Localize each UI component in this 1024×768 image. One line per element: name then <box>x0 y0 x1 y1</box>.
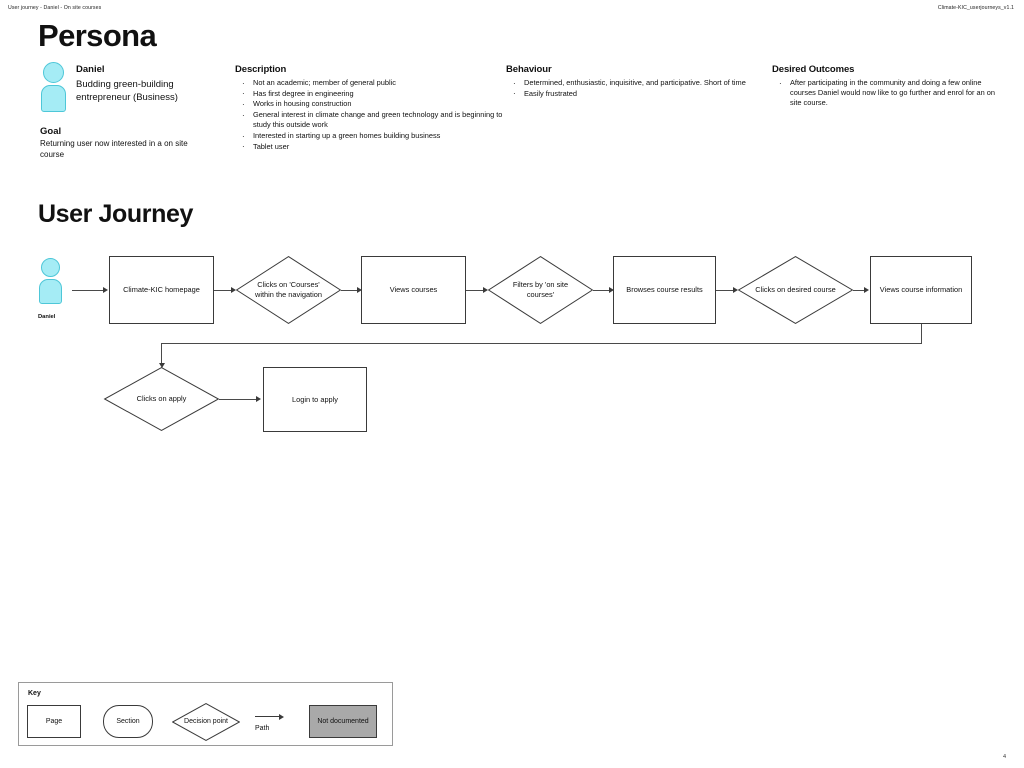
goal-heading: Goal <box>40 126 62 137</box>
list-item: Determined, enthusiastic, inquisitive, a… <box>506 77 764 88</box>
avatar-head-icon <box>43 62 64 83</box>
key-decision-label: Decision point <box>184 717 228 725</box>
flow-connector <box>161 343 922 344</box>
description-column: Description Not an academic; member of g… <box>235 64 505 153</box>
flow-connector <box>214 290 232 291</box>
flow-connector <box>161 343 162 365</box>
flow-connector <box>853 290 866 291</box>
flow-connector <box>341 290 359 291</box>
flow-arrowhead-icon <box>357 287 362 293</box>
flow-node-views-course-information[interactable]: Views course information <box>870 256 972 324</box>
list-item: General interest in climate change and g… <box>235 110 505 130</box>
list-item: Has first degree in engineering <box>235 88 505 99</box>
list-item: Interested in starting up a green homes … <box>235 131 505 142</box>
persona-description: Budding green-building entrepreneur (Bus… <box>76 79 178 103</box>
persona-avatar <box>41 62 67 112</box>
journey-actor-avatar <box>39 258 63 306</box>
key-item-section: Section <box>103 705 153 738</box>
list-item: Tablet user <box>235 141 505 152</box>
persona-heading: Persona <box>38 18 157 53</box>
key-item-path-label: Path <box>255 725 270 732</box>
decision-diamond-icon <box>487 256 594 324</box>
flow-node-browses-course-results[interactable]: Browses course results <box>613 256 716 324</box>
flow-arrowhead-icon <box>231 287 236 293</box>
behaviour-heading: Behaviour <box>506 64 552 75</box>
avatar-body-icon <box>39 279 62 304</box>
flow-node-label: Clicks on 'Courses' within the navigatio… <box>255 280 322 299</box>
list-item: Not an academic; member of general publi… <box>235 77 505 88</box>
arrow-right-icon <box>279 713 284 720</box>
avatar-head-icon <box>41 258 60 277</box>
flow-node-label: Clicks on desired course <box>755 285 836 294</box>
key-path-line <box>255 716 281 717</box>
decision-diamond-icon <box>235 256 342 324</box>
flow-node-login-to-apply[interactable]: Login to apply <box>263 367 367 432</box>
flow-connector <box>72 290 104 291</box>
key-heading: Key <box>28 690 41 697</box>
goal-text: Returning user now interested in a on si… <box>40 139 188 160</box>
flow-arrowhead-icon <box>483 287 488 293</box>
page-number: 4 <box>1002 754 1006 760</box>
flow-arrowhead-icon <box>256 396 261 402</box>
document-header-right: Climate-KIC_userjourneys_v1.1 <box>937 5 1014 11</box>
list-item: After participating in the community and… <box>772 78 1007 109</box>
flow-connector <box>921 324 922 344</box>
flow-arrowhead-icon <box>158 363 165 368</box>
flow-connector <box>466 290 484 291</box>
flow-connector <box>219 399 257 400</box>
persona-name: Daniel <box>76 64 105 75</box>
desired-outcomes-column: Desired Outcomes After participating in … <box>772 64 1007 109</box>
flow-arrowhead-icon <box>103 287 108 293</box>
flow-arrowhead-icon <box>864 287 869 293</box>
decision-diamond-icon <box>103 367 220 431</box>
description-heading: Description <box>235 64 287 75</box>
flow-node-climate-kic-homepage[interactable]: Climate-KIC homepage <box>109 256 214 324</box>
flow-arrowhead-icon <box>733 287 738 293</box>
behaviour-list: Determined, enthusiastic, inquisitive, a… <box>506 77 764 99</box>
flow-node-clicks-on-desired-course[interactable]: Clicks on desired course <box>737 256 854 324</box>
key-item-page: Page <box>27 705 81 738</box>
flow-node-views-courses[interactable]: Views courses <box>361 256 466 324</box>
document-header-left: User journey - Daniel - On site courses <box>8 5 102 11</box>
flow-node-label: Filters by 'on site courses' <box>512 280 569 299</box>
key-item-decision-point: Decision point <box>172 703 240 741</box>
flow-connector <box>716 290 734 291</box>
decision-diamond-icon <box>737 256 854 324</box>
flow-node-clicks-on-courses[interactable]: Clicks on 'Courses' within the navigatio… <box>235 256 342 324</box>
behaviour-column: Behaviour Determined, enthusiastic, inqu… <box>506 64 764 99</box>
list-item: Easily frustrated <box>506 88 764 99</box>
list-item: Works in housing construction <box>235 99 505 110</box>
flow-node-label: Clicks on apply <box>136 394 187 403</box>
desired-outcomes-list: After participating in the community and… <box>772 78 1007 109</box>
flow-arrowhead-icon <box>609 287 614 293</box>
flow-node-filters-by-on-site-courses[interactable]: Filters by 'on site courses' <box>487 256 594 324</box>
key-item-not-documented: Not documented <box>309 705 377 738</box>
user-journey-heading: User Journey <box>38 200 193 228</box>
flow-connector <box>593 290 611 291</box>
avatar-body-icon <box>41 85 66 112</box>
desired-outcomes-heading: Desired Outcomes <box>772 64 855 75</box>
flow-node-clicks-on-apply[interactable]: Clicks on apply <box>103 367 220 431</box>
journey-actor-label: Daniel <box>38 314 56 320</box>
description-list: Not an academic; member of general publi… <box>235 77 505 152</box>
decision-diamond-icon <box>172 703 240 741</box>
